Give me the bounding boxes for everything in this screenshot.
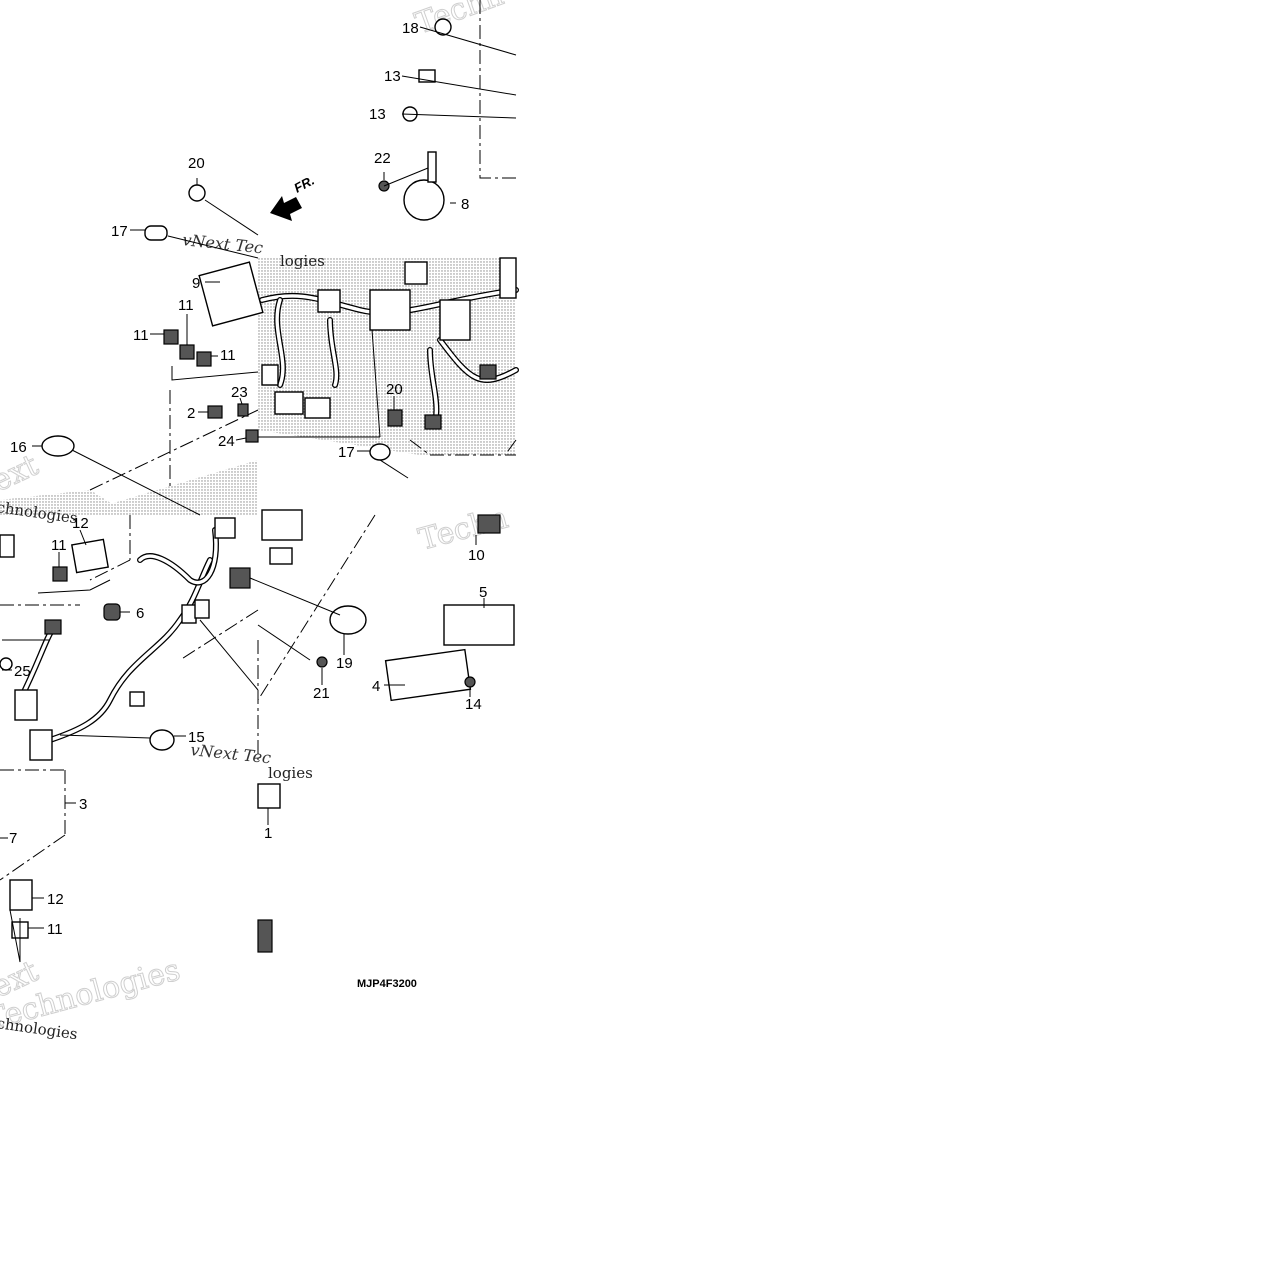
direction-label: FR. — [291, 173, 317, 196]
callout-13-b: 13 — [369, 106, 386, 123]
callout-11-c: 11 — [220, 347, 236, 364]
callout-12-a: 12 — [72, 515, 89, 532]
part-4-plate — [384, 648, 472, 702]
callout-18: 18 — [402, 20, 419, 37]
part-bottom-fragment — [257, 919, 273, 953]
callout-19: 19 — [336, 655, 353, 672]
lower-wire-harness — [0, 509, 303, 761]
part-6-grommet — [103, 603, 121, 621]
callout-11-a: 11 — [178, 297, 194, 314]
part-11-relay-a — [163, 329, 179, 345]
callout-20-a: 20 — [188, 155, 205, 172]
part-11-relay-b — [179, 344, 195, 360]
watermark-brand: vNext Tec — [182, 230, 264, 257]
part-5-bracket — [443, 604, 515, 646]
main-wire-harness — [259, 261, 519, 430]
part-20-connector — [188, 184, 206, 202]
part-2-fuse — [207, 405, 223, 419]
callout-2: 2 — [187, 405, 195, 422]
part-23-fuse — [237, 403, 249, 417]
callout-12-b: 12 — [47, 891, 64, 908]
part-8-bracket — [427, 151, 437, 183]
part-16-band — [41, 435, 75, 457]
callout-24: 24 — [218, 433, 235, 450]
callout-7: 7 — [9, 830, 17, 847]
part-17-band — [144, 225, 168, 241]
part-14-bolt — [464, 676, 476, 688]
part-10-fragment — [477, 514, 501, 534]
front-direction-arrow: FR. — [270, 173, 317, 221]
callouts: 18 13 13 22 8 20 17 9 11 11 11 23 2 24 1… — [9, 20, 487, 938]
part-11d-relay — [52, 566, 68, 582]
dashed-boundaries — [0, 0, 517, 881]
callout-5: 5 — [479, 584, 487, 601]
callout-15: 15 — [188, 729, 205, 746]
part-12a-relay — [71, 538, 109, 574]
callout-3: 3 — [79, 796, 87, 813]
part-8-horn — [403, 179, 445, 221]
callout-11-e: 11 — [47, 921, 63, 938]
callout-25: 25 — [14, 663, 31, 680]
callout-6: 6 — [136, 605, 144, 622]
callout-23: 23 — [231, 384, 248, 401]
part-20b-connector — [387, 409, 403, 427]
watermark-top: Techn — [411, 0, 508, 42]
part-17b-band — [369, 443, 391, 461]
part-connector-mid — [229, 567, 251, 589]
callout-13-a: 13 — [384, 68, 401, 85]
part-18-grommet — [434, 18, 452, 36]
leader-lines — [0, 26, 517, 963]
part-9-relay-box — [198, 261, 264, 327]
part-1-cover — [257, 783, 281, 809]
part-19-clamp — [329, 605, 367, 635]
callout-14: 14 — [465, 696, 482, 713]
callout-10: 10 — [468, 547, 485, 564]
callout-22: 22 — [374, 150, 391, 167]
callout-20-b: 20 — [386, 381, 403, 398]
part-11-relay-c — [196, 351, 212, 367]
callout-11-b: 11 — [133, 327, 149, 344]
part-top-right-fragment — [499, 257, 517, 299]
part-21-bolt — [316, 656, 328, 668]
callout-16: 16 — [10, 439, 27, 456]
callout-21: 21 — [313, 685, 330, 702]
callout-17-b: 17 — [338, 444, 355, 461]
part-12b-relay — [9, 879, 33, 911]
drawing-code: MJP4F3200 — [357, 978, 417, 990]
watermark-logies-2: logies — [268, 764, 313, 782]
callout-8: 8 — [461, 196, 469, 213]
callout-4: 4 — [372, 678, 380, 695]
callout-11-d: 11 — [51, 537, 67, 554]
callout-9: 9 — [192, 275, 200, 292]
watermark-logies: logies — [280, 252, 325, 270]
callout-17-a: 17 — [111, 223, 128, 240]
part-24-fuse — [245, 429, 259, 443]
part-15-clamp — [149, 729, 175, 751]
callout-1: 1 — [264, 825, 272, 842]
